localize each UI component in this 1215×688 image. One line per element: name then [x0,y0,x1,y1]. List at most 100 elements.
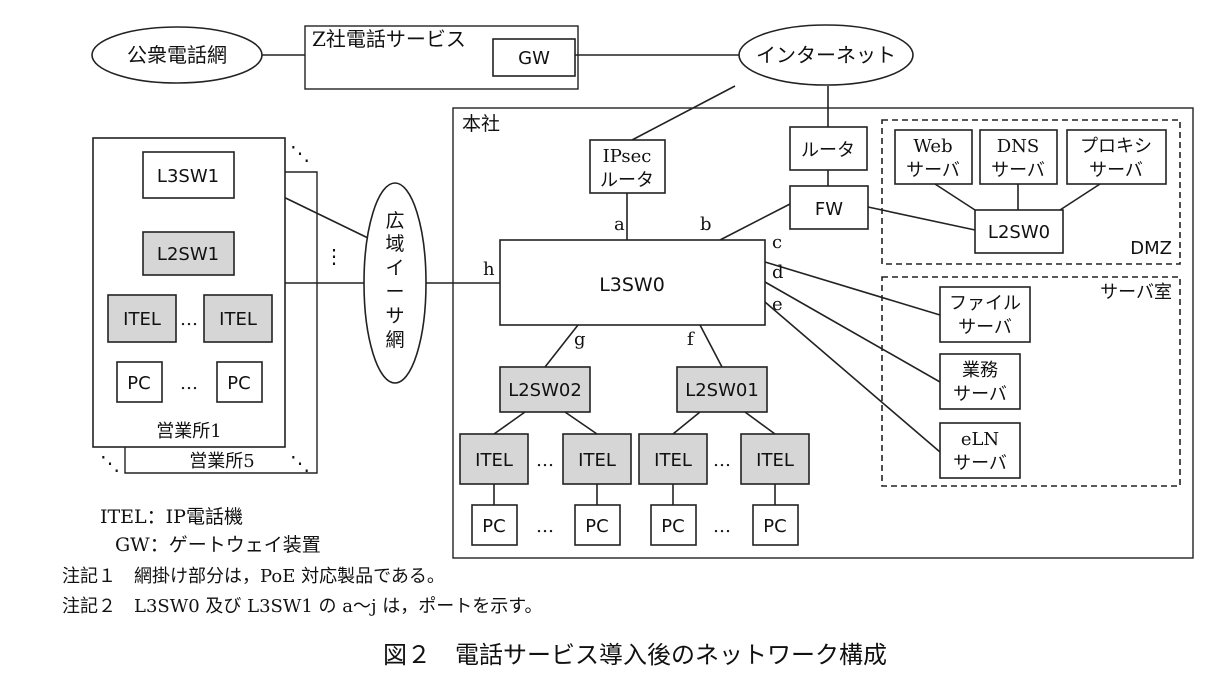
pc-box [471,504,518,546]
l2sw1-label: L2SW1 [157,244,219,265]
dmz-zone [881,119,1181,265]
eln-server [939,422,1021,479]
wide-area-ethernet-label-5: サ [385,305,404,327]
itel-box [638,433,708,485]
pc-box [216,361,263,403]
legend-gw: GW：ゲートウェイ装置 [115,534,321,556]
ipsec-router-label-2: ルータ [600,170,654,191]
port-b: b [700,214,712,235]
port-c: c [772,232,782,253]
note-1: 注記１ 網掛け部分は，PoE 対応製品である。 [62,566,445,587]
gw-box [492,38,576,77]
file-server-label-1: ファイル [949,293,1021,314]
ipsec-router-label-1: IPsec [603,146,652,167]
public-phone-network [91,26,263,84]
pc-label: PC [585,516,608,537]
business-server [939,353,1021,410]
note-2: 注記２ L3SW0 及び L3SW1 の a〜j は，ポートを示す。 [62,596,543,617]
port-h: h [483,259,495,280]
ellipsis: … [536,516,554,537]
l3sw0-label: L3SW0 [599,274,665,296]
itel-box [203,294,273,343]
ipsec-router [589,139,666,194]
sales-office-5-frame [124,171,318,474]
dns-server-label-2: サーバ [991,160,1045,181]
itel-box [740,433,810,485]
ellipsis: … [180,309,198,330]
office-dots-vertical: ⋮ [324,244,344,268]
itel-label: ITEL [123,309,161,330]
l2sw01-label: L2SW01 [685,380,759,401]
internet-label: インターネット [756,43,896,67]
pc-label: PC [763,516,786,537]
business-server-label-2: サーバ [953,384,1007,405]
sales-office-1-label: 営業所1 [156,421,221,442]
l3sw1-box [142,151,235,199]
port-d: d [772,262,784,283]
router-label: ルータ [801,140,855,161]
public-phone-network-label: 公衆電話網 [127,43,227,67]
itel-box [459,433,529,485]
ellipsis: … [536,450,554,471]
wide-area-ethernet-label-3: イ [385,257,404,279]
pc-box [116,361,163,403]
fw-label: FW [815,199,843,220]
wide-area-ethernet [363,182,427,384]
ellipsis: … [180,373,198,394]
l2sw0-box [974,209,1064,254]
web-server-label-1: Web [913,136,952,157]
l2sw02-label: L2SW02 [508,380,582,401]
web-server [894,129,973,185]
file-server-label-2: サーバ [958,317,1012,338]
internet-cloud [738,24,914,86]
itel-label: ITEL [578,450,616,471]
l3sw1-label: L3SW1 [157,166,219,187]
web-server-label-2: サーバ [906,160,960,181]
itel-box [562,433,632,485]
port-a: a [614,214,625,235]
l2sw1-box [142,231,235,276]
l2sw02-box [499,366,591,413]
eln-server-label-2: サーバ [953,453,1007,474]
pc-box [650,504,697,546]
itel-label: ITEL [756,450,794,471]
head-office-label: 本社 [462,113,500,135]
eln-server-label-1: eLN [961,429,999,450]
wide-area-ethernet-label-1: 広 [385,210,404,232]
itel-box [107,294,177,343]
ellipsis: … [713,516,731,537]
l3sw0-box [499,239,766,326]
itel-label: ITEL [475,450,513,471]
router-box [789,126,868,171]
proxy-server-label-1: プロキシ [1080,136,1152,157]
office-dots-bottom-right: ⋱ [290,451,310,475]
itel-label: ITEL [219,309,257,330]
itel-label: ITEL [654,450,692,471]
pc-label: PC [482,516,505,537]
wide-area-ethernet-label-4: ー [385,281,404,303]
z-phone-service-label: Z社電話サービス [312,27,466,51]
pc-box [752,504,799,546]
pc-label: PC [661,516,684,537]
proxy-server-label-2: サーバ [1089,160,1143,181]
file-server [939,286,1031,343]
dmz-label: DMZ [1130,238,1172,259]
dns-server [979,129,1058,185]
office-dots-bottom-left: ⋱ [100,451,120,475]
port-e: e [772,294,783,315]
l2sw01-box [676,366,768,413]
ellipsis: … [713,450,731,471]
server-room-zone [881,276,1181,487]
port-f: f [687,329,695,350]
sales-office-5-label: 営業所5 [189,451,254,472]
connection-lines [139,54,1101,505]
z-phone-service-frame [304,25,579,90]
legend-itel: ITEL：IP電話機 [100,506,243,528]
l2sw0-label: L2SW0 [988,222,1050,243]
figure-caption: 図２ 電話サービス導入後のネットワーク構成 [383,641,887,669]
pc-label: PC [127,373,150,394]
pc-label: PC [227,373,250,394]
gw-label: GW [518,48,550,69]
server-room-label: サーバ室 [1100,282,1172,303]
